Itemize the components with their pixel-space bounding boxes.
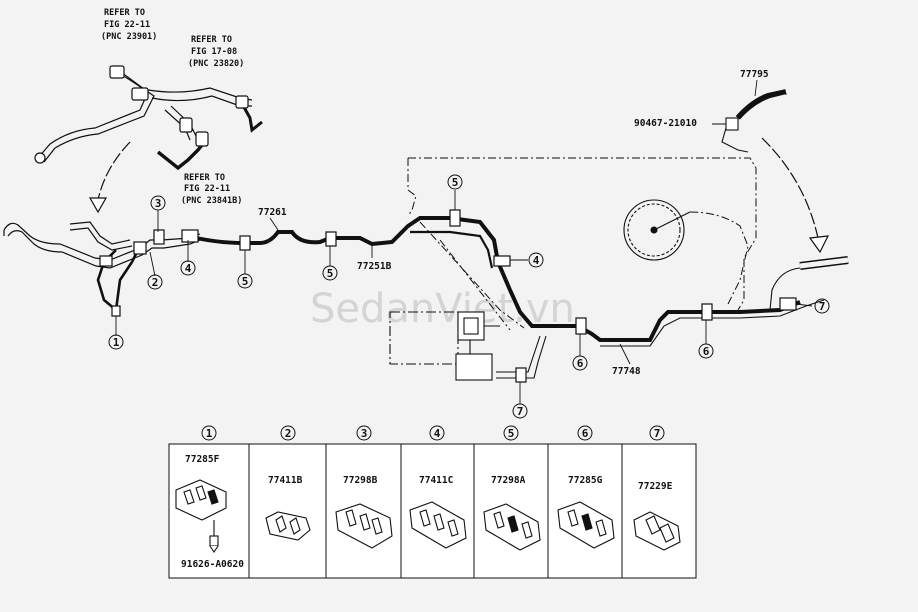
upper-hose-connectors (34, 65, 249, 164)
legend-4-part: 77411C (419, 475, 454, 486)
legend-7-number: 7 (654, 427, 661, 440)
callout-5-b (322, 265, 338, 281)
legend-1-part: 77285F (185, 454, 220, 465)
callout-numbers: 1 2 3 4 4 5 5 5 6 6 7 7 (113, 176, 826, 418)
callout-7-b-text: 7 (517, 405, 524, 418)
refer-note-c: REFER TO FIG 22-11 (PNC 23841B) (181, 173, 242, 206)
legend-clip-drawings (175, 479, 681, 553)
refer-note-b-line1: REFER TO (191, 35, 232, 45)
left-pipe-group (3, 221, 201, 269)
legend-table: 1 2 3 4 5 6 7 77285F 77411B 77298B 77411… (168, 425, 697, 579)
callout-7-a (814, 298, 830, 314)
callout-4-a-text: 4 (185, 262, 192, 275)
canister-block (389, 311, 500, 381)
legend-6-number: 6 (582, 427, 589, 440)
callout-markers (108, 174, 830, 419)
refer-note-b-line3: (PNC 23820) (188, 59, 244, 69)
clip-77411c-drawing (409, 501, 467, 549)
callout-7-b (512, 403, 528, 419)
callout-5-b-text: 5 (327, 267, 334, 280)
clip-77298a-drawing (483, 503, 541, 551)
clip-77285f-drawing (175, 479, 227, 553)
refer-note-b: REFER TO FIG 17-08 (PNC 23820) (188, 35, 244, 69)
label-77748: 77748 (612, 366, 641, 377)
legend-5-part: 77298A (491, 475, 526, 486)
refer-note-c-line2: FIG 22-11 (184, 184, 230, 194)
upper-hose-assembly (37, 69, 263, 171)
callout-7-a-text: 7 (819, 300, 826, 313)
legend-5-number: 5 (508, 427, 515, 440)
callout-1-text: 1 (113, 336, 120, 349)
callout-5-c (447, 174, 463, 190)
clip-77229e-drawing (633, 511, 681, 551)
callout-2 (147, 274, 163, 290)
callout-6-a (572, 355, 588, 371)
callout-5-c-text: 5 (452, 176, 459, 189)
callout-4-b-text: 4 (533, 254, 540, 267)
leader-lines (115, 79, 813, 404)
legend-3-part: 77298B (343, 475, 378, 486)
callout-6-b (698, 343, 714, 359)
legend-7-part: 77229E (638, 481, 673, 492)
callout-4-a (180, 260, 196, 276)
callout-5-a-text: 5 (242, 275, 249, 288)
legend-2-number: 2 (285, 427, 292, 440)
callout-6-b-text: 6 (703, 345, 710, 358)
callout-1 (108, 334, 124, 350)
direction-arrows (88, 137, 830, 254)
callout-4-b (528, 252, 544, 268)
legend-2-part: 77411B (268, 475, 303, 486)
refer-note-a-line2: FIG 22-11 (104, 20, 150, 30)
label-77261: 77261 (258, 207, 287, 218)
legend-1-subpart: 91626-A0620 (181, 559, 244, 570)
callout-5-a (237, 273, 253, 289)
refer-note-a-line1: REFER TO (104, 8, 145, 18)
refer-note-c-line1: REFER TO (184, 173, 225, 183)
clip-77285g-drawing (557, 501, 615, 549)
label-77795: 77795 (740, 69, 769, 80)
vehicle-body-outline (407, 157, 757, 331)
callout-3 (150, 195, 166, 211)
label-77251b: 77251B (357, 261, 392, 272)
label-90467-21010: 90467-21010 (634, 118, 697, 129)
callout-3-text: 3 (155, 197, 162, 210)
legend-3-number: 3 (361, 427, 368, 440)
tank-sender (623, 199, 691, 261)
legend-1-number: 1 (206, 427, 213, 440)
clip-77298b-drawing (335, 503, 393, 549)
refer-note-a: REFER TO FIG 22-11 (PNC 23901) (101, 8, 157, 42)
refer-note-a-line3: (PNC 23901) (101, 32, 157, 42)
clip-77411b-drawing (265, 511, 311, 541)
legend-6-part: 77285G (568, 475, 603, 486)
callout-6-a-text: 6 (577, 357, 584, 370)
refer-note-b-line2: FIG 17-08 (191, 47, 237, 57)
right-upper-hose (712, 89, 787, 153)
refer-note-c-line3: (PNC 23841B) (181, 196, 242, 206)
legend-4-number: 4 (434, 427, 441, 440)
line-clamps (99, 209, 797, 383)
callout-2-text: 2 (152, 276, 159, 289)
right-lower-hose (799, 256, 849, 270)
